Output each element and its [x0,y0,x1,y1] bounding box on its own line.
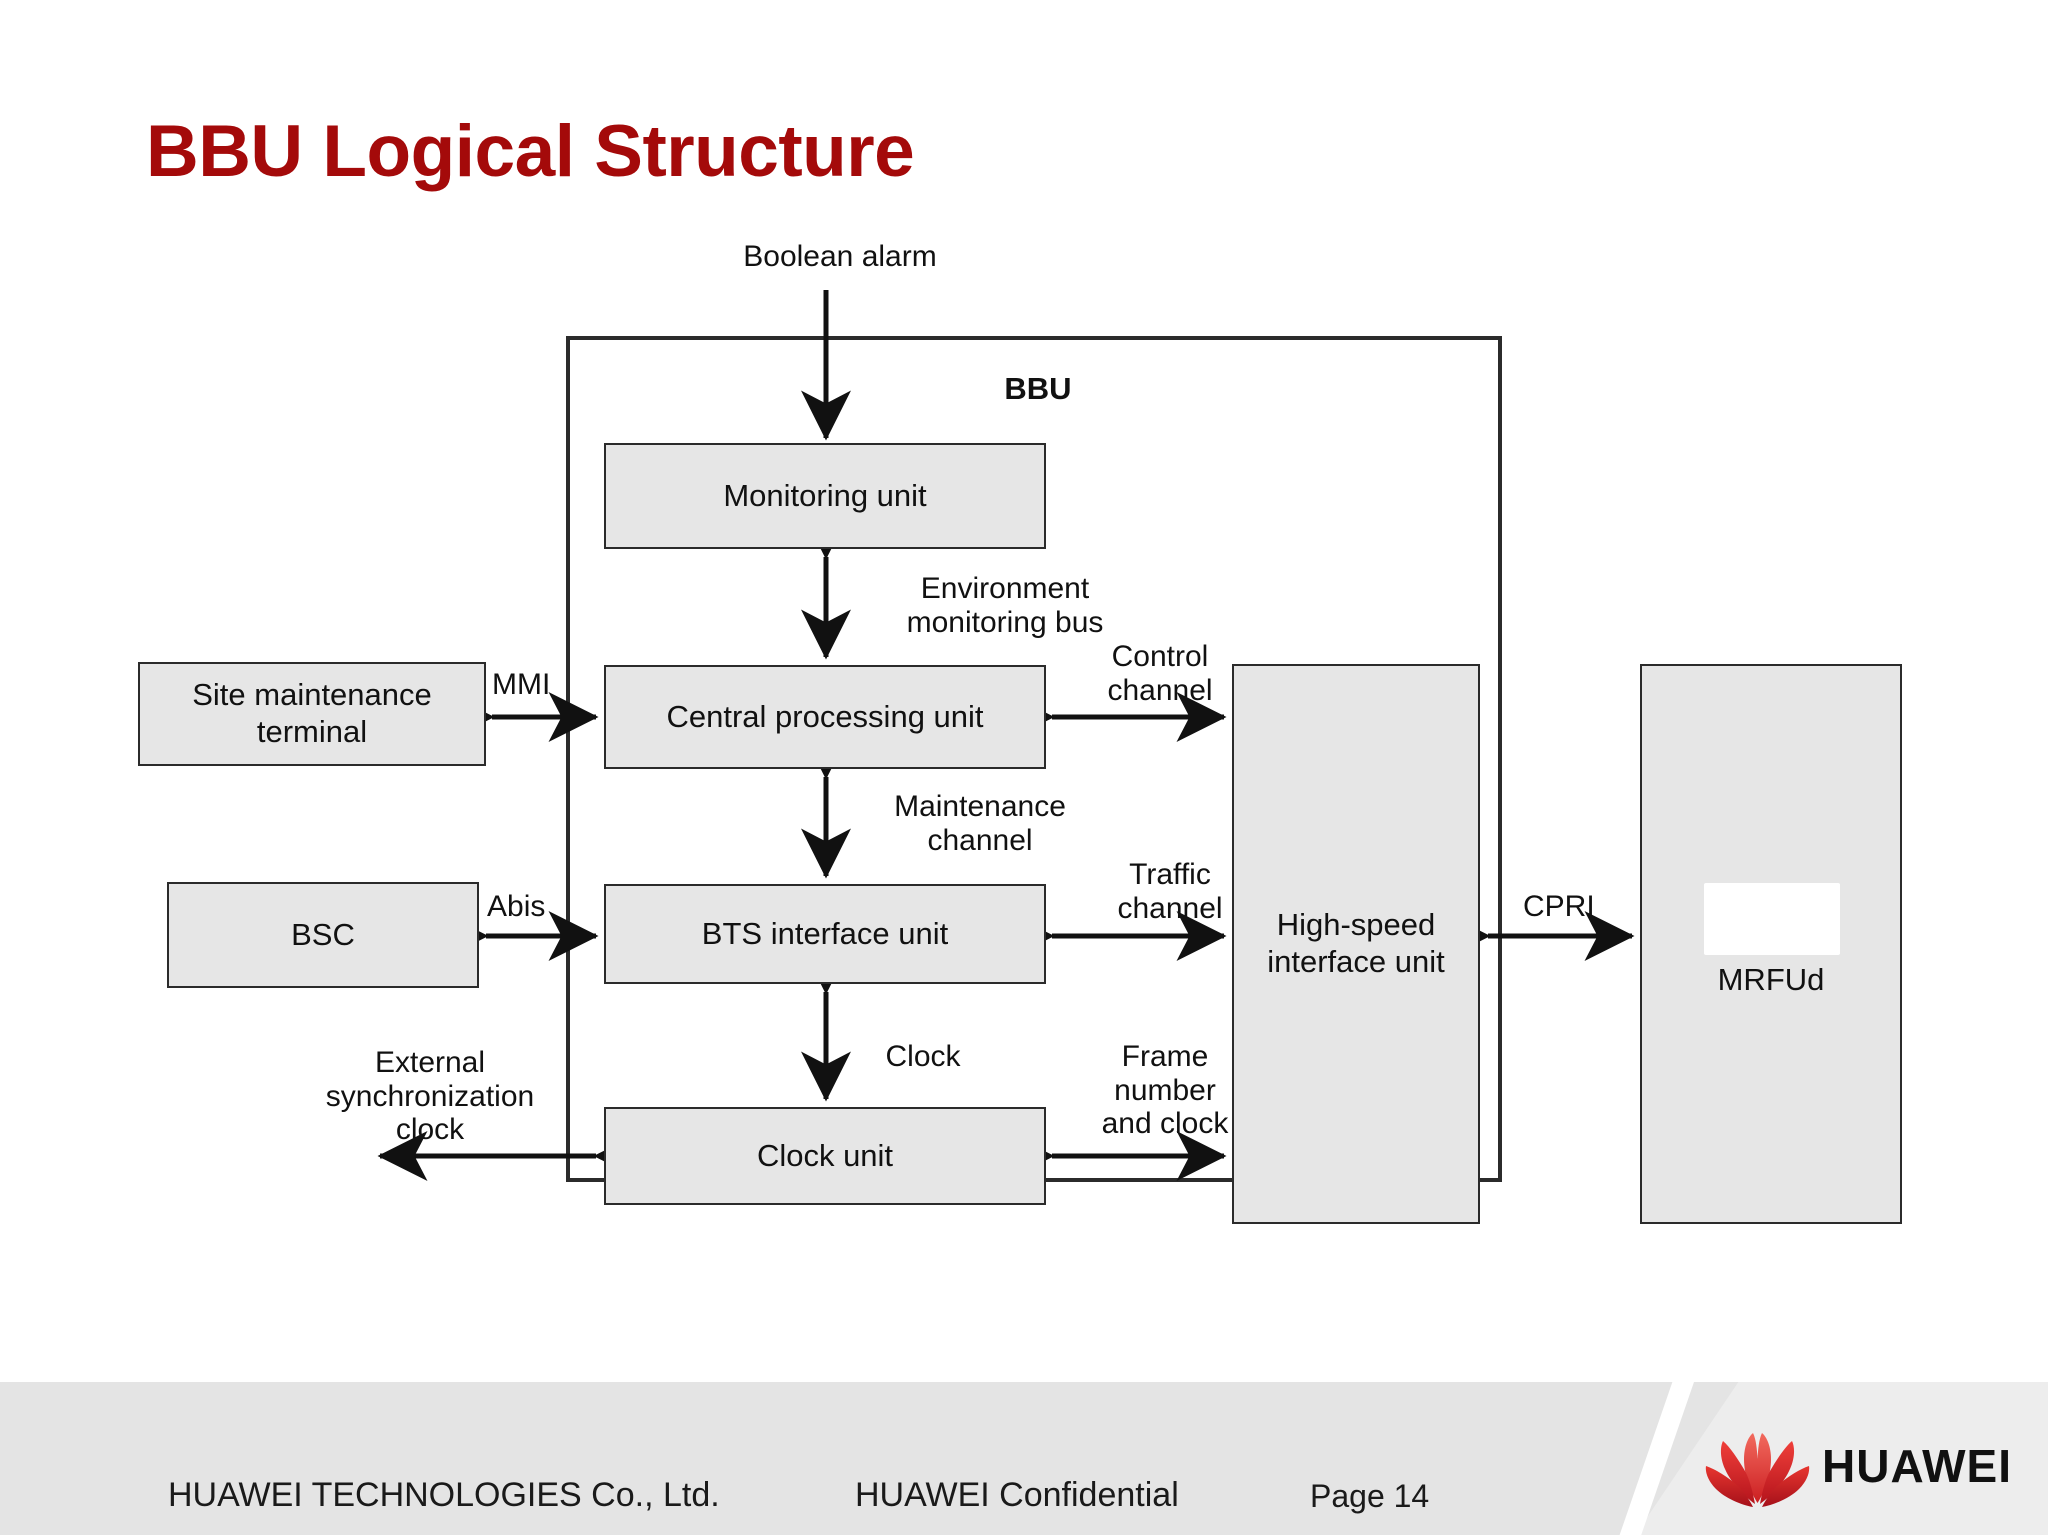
label-maintenance-channel: Maintenance channel [894,790,1066,857]
node-site-maintenance-terminal-label: Site maintenance terminal [192,677,432,749]
node-monitoring-unit[interactable]: Monitoring unit [604,443,1046,549]
label-abis: Abis [487,890,546,923]
node-site-maintenance-terminal[interactable]: Site maintenance terminal [138,662,486,766]
node-mrfud[interactable]: MRFUd [1640,664,1902,1224]
node-high-speed-interface-unit-label: High-speed interface unit [1267,907,1445,979]
node-bsc-label: BSC [291,916,355,952]
huawei-flower-icon [1705,1433,1810,1507]
label-boolean-alarm: Boolean alarm [743,240,937,273]
mrfud-highlight [1703,883,1841,956]
node-bsc[interactable]: BSC [167,882,479,988]
node-bts-interface-unit[interactable]: BTS interface unit [604,884,1046,984]
label-frame-number-and-clock: Frame number and clock [1101,1040,1229,1141]
label-cpri: CPRI [1523,890,1595,923]
node-mrfud-wrap: MRFUd [1703,883,1841,999]
page-title: BBU Logical Structure [146,111,915,192]
node-bts-interface-unit-label: BTS interface unit [701,915,949,951]
label-bbu-container: BBU [1004,371,1072,406]
slide-footer [0,1382,2048,1535]
footer-company: HUAWEI TECHNOLOGIES Co., Ltd. [168,1476,720,1514]
label-control-channel: Control channel [1107,640,1213,707]
label-clock: Clock [885,1040,961,1073]
bbu-block-diagram: Monitoring unit Central processing unit … [138,240,1902,1224]
node-clock-unit[interactable]: Clock unit [604,1107,1046,1205]
huawei-wordmark: HUAWEI [1822,1440,2012,1492]
node-mrfud-label: MRFUd [1717,962,1825,998]
node-monitoring-unit-label: Monitoring unit [723,477,927,513]
node-high-speed-interface-unit[interactable]: High-speed interface unit [1232,664,1480,1224]
label-external-synchronization-clock: External synchronization clock [325,1046,535,1147]
label-mmi: MMI [492,668,551,701]
footer-confidential: HUAWEI Confidential [855,1476,1179,1514]
node-central-processing-unit[interactable]: Central processing unit [604,665,1046,769]
huawei-logo: HUAWEI [1700,1425,2011,1511]
label-traffic-channel: Traffic channel [1117,858,1223,925]
footer-page-number: Page 14 [1310,1478,1430,1514]
label-environment-monitoring-bus: Environment monitoring bus [906,572,1104,639]
node-clock-unit-label: Clock unit [756,1137,894,1173]
node-central-processing-unit-label: Central processing unit [666,698,984,734]
